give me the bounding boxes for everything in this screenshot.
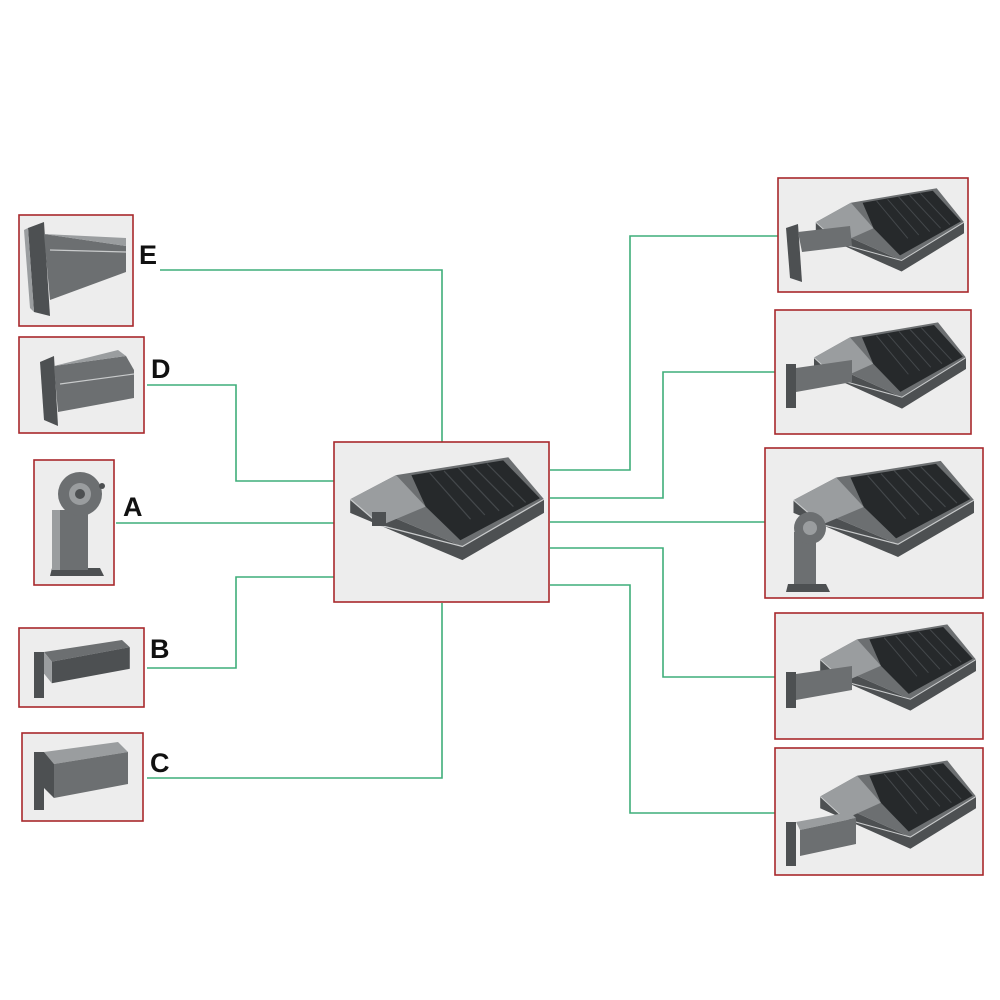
bracket-a-panel <box>33 459 115 586</box>
bracket-b-image <box>34 640 130 698</box>
wire-right-1 <box>550 235 778 471</box>
bracket-e-image <box>24 222 127 316</box>
bracket-b-panel <box>18 627 145 708</box>
label-a: A <box>123 492 143 522</box>
bracket-c-image <box>34 742 128 810</box>
fixture-variant-1-panel <box>777 177 969 293</box>
bracket-a-image <box>50 472 105 576</box>
bracket-d-image <box>40 350 135 426</box>
fixture-variant-3-image <box>786 460 975 592</box>
fixture-variant-5-image <box>786 759 977 866</box>
label-c: C <box>150 748 170 778</box>
connector-lines <box>116 235 778 814</box>
bracket-d-panel <box>18 336 145 434</box>
center-fixture-panel <box>333 441 550 603</box>
wire-b <box>147 576 334 669</box>
fixture-variant-2-panel <box>774 309 972 435</box>
wire-e <box>160 269 443 442</box>
fixture-variant-3-panel <box>764 447 984 599</box>
fixture-variant-5-panel <box>774 747 984 876</box>
label-d: D <box>151 354 171 384</box>
fixture-variant-1-image <box>786 187 965 282</box>
wire-c <box>147 603 443 779</box>
fixture-variant-4-panel <box>774 612 984 740</box>
wire-d <box>147 384 334 482</box>
wire-right-5 <box>550 584 775 814</box>
fixture-variant-4-image <box>786 623 977 712</box>
label-b: B <box>150 634 170 664</box>
fixture-variant-2-image <box>786 321 967 410</box>
wire-right-4 <box>550 547 775 678</box>
center-fixture-image <box>349 456 545 561</box>
label-e: E <box>139 240 157 270</box>
wire-right-2 <box>550 371 775 499</box>
bracket-e-panel <box>18 214 134 327</box>
bracket-c-panel <box>21 732 144 822</box>
